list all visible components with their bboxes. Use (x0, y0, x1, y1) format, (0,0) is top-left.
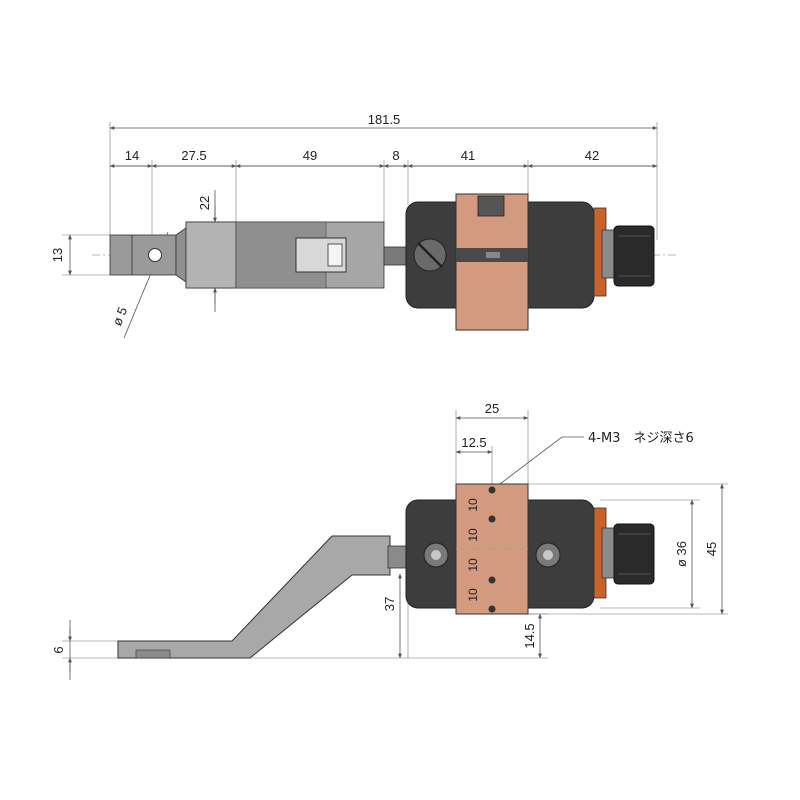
dim-end-height: 13 (50, 248, 65, 262)
side-tap-hole-4 (488, 605, 496, 613)
dim-handle-offset: 37 (382, 597, 397, 611)
dim-segment-3: 49 (303, 148, 317, 163)
top-nut (613, 225, 655, 287)
dim-bottom-offset: 14.5 (522, 623, 537, 648)
dim-body-width: 25 (485, 401, 499, 416)
top-view: 181.5 14 27.5 49 8 41 42 13 22 ø 5 (50, 112, 676, 339)
dim-hole-diameter: ø 5 (109, 305, 130, 328)
dim-segment-2: 27.5 (181, 148, 206, 163)
dim-segment-1: 14 (125, 148, 139, 163)
top-clevis-end (109, 234, 177, 276)
side-nut (613, 523, 655, 585)
dim-pitch-lower: 10 (466, 588, 480, 602)
dim-half-width: 12.5 (461, 435, 486, 450)
dim-segment-4: 8 (392, 148, 399, 163)
dim-shaft-height: 22 (197, 196, 212, 210)
side-handle (117, 535, 391, 659)
side-tap-hole-1 (488, 486, 496, 494)
dim-segment-5: 41 (461, 148, 475, 163)
dim-overall-height: 45 (704, 542, 719, 556)
dim-tap-note: 4-M3 ネジ深さ6 (588, 431, 694, 446)
side-view: 25 12.5 4-M3 ネジ深さ6 45 ø 36 37 14.5 6 (51, 401, 728, 680)
dim-segment-6: 42 (585, 148, 599, 163)
dim-housing-diameter: ø 36 (674, 541, 689, 567)
dim-handle-thickness: 6 (51, 646, 66, 653)
dim-tap-leader (495, 436, 584, 488)
dim-overall-length: 181.5 (368, 112, 401, 127)
dim-pitch-center: 10 (466, 558, 480, 572)
top-pin-hole (148, 248, 162, 262)
dim-pitch-upper-b: 10 (466, 528, 480, 542)
side-tap-hole-3 (488, 576, 496, 584)
side-tap-hole-2 (488, 515, 496, 523)
dim-pitch-upper-a: 10 (466, 498, 480, 512)
